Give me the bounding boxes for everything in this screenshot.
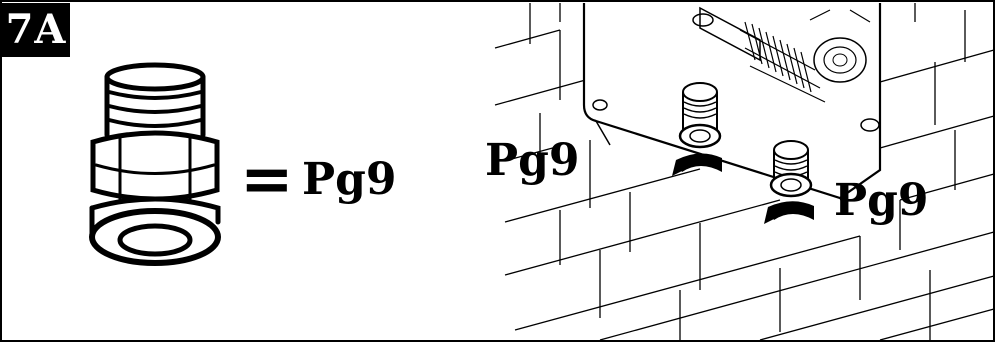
cable-gland-icon xyxy=(89,62,221,266)
gland-size-label-left: Pg9 xyxy=(302,154,397,205)
gland-size-label-middle: Pg9 xyxy=(485,135,580,186)
step-label: 7A xyxy=(2,3,70,57)
rotate-arrow-icon xyxy=(672,153,722,176)
brick-wall-icon xyxy=(494,3,995,341)
equals-sign: = xyxy=(240,143,294,217)
cable-gland-icon xyxy=(678,82,722,149)
gland-size-label-right: Pg9 xyxy=(834,175,929,226)
rotate-arrow-icon xyxy=(764,201,814,224)
cable-gland-icon xyxy=(769,140,813,198)
